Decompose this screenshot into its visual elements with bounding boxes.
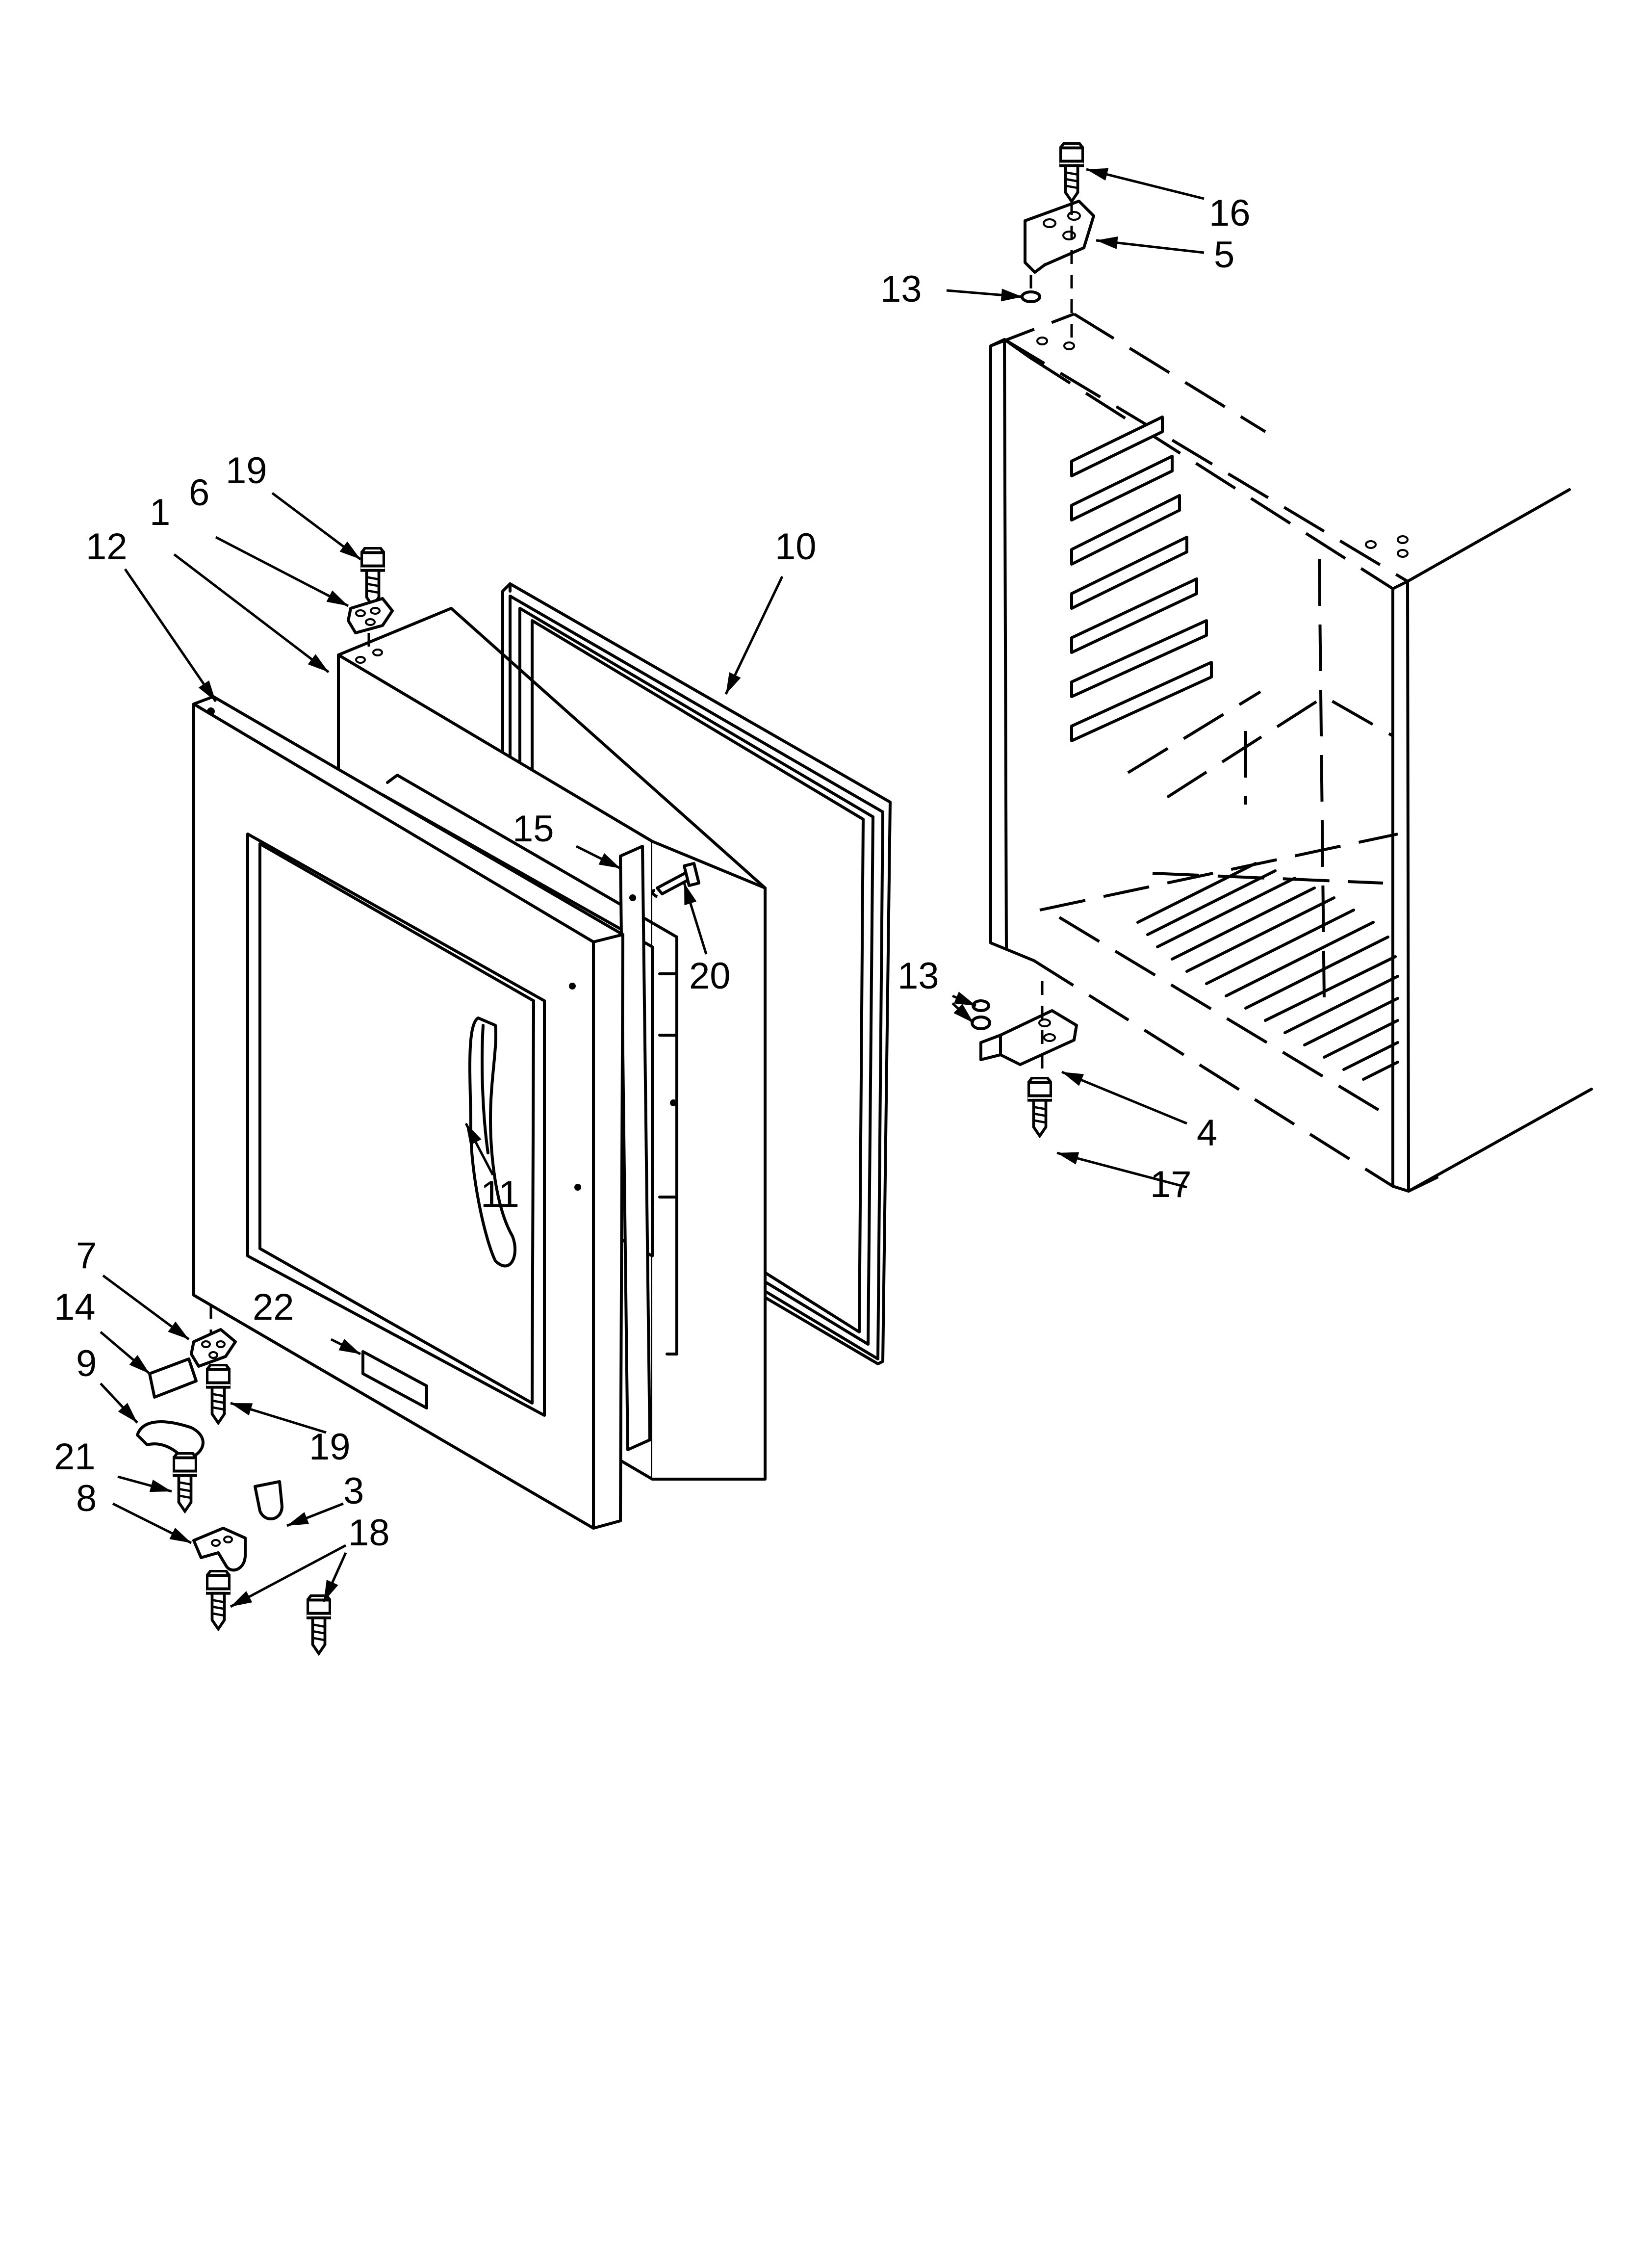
callout-7: 7	[76, 1235, 97, 1277]
callout-5: 5	[1214, 234, 1234, 276]
callout-17: 17	[1150, 1164, 1192, 1205]
callout-18: 18	[348, 1512, 390, 1554]
screw-20-icon	[172, 1453, 199, 1511]
screw-18a-icon	[205, 1571, 232, 1629]
screw-18b-icon	[306, 1595, 333, 1653]
callout-13-top: 13	[880, 268, 922, 310]
callout-22: 22	[253, 1286, 294, 1328]
callout-14: 14	[54, 1286, 96, 1328]
callout-21: 20	[689, 955, 731, 997]
callout-4: 4	[1197, 1112, 1217, 1154]
hinge-bracket-4-icon	[999, 1009, 1078, 1066]
callout-15: 15	[513, 808, 554, 850]
callout-3: 3	[343, 1470, 364, 1512]
cabinet	[989, 313, 1593, 1193]
door-top-hinge	[347, 548, 394, 652]
callout-11: 11	[481, 1173, 519, 1215]
door-panel-12	[192, 695, 624, 1530]
callout-12: 12	[86, 526, 128, 568]
callout-6: 6	[189, 472, 209, 514]
hinge-plate-6-icon	[347, 597, 394, 634]
callout-20: 21	[54, 1436, 96, 1478]
callout-9: 9	[76, 1343, 97, 1384]
door-bottom-hinge	[136, 1305, 333, 1653]
washer-13-icon	[1021, 290, 1041, 303]
screw-17-icon	[1026, 1078, 1053, 1136]
screw-16-icon	[1058, 143, 1085, 201]
callout-8: 8	[76, 1478, 97, 1519]
hinge-bar-15	[619, 845, 677, 1451]
screw-19b-icon	[205, 1365, 232, 1423]
hinge-plate-7-icon	[190, 1328, 237, 1368]
cap-3-icon	[254, 1480, 283, 1520]
callout-13-bottom: 13	[898, 955, 939, 997]
callout-10: 10	[775, 526, 817, 568]
leader-lines	[100, 168, 1205, 1608]
shim-14-icon	[148, 1357, 198, 1399]
floor-grille	[1136, 862, 1399, 1081]
callout-19-top: 19	[226, 450, 267, 492]
top-hinge-assembly	[1021, 143, 1095, 343]
callout-16: 16	[1209, 192, 1251, 234]
door-handle-11	[468, 1017, 517, 1268]
callout-labels: 16 5 13 13 4 17 19 1 6 12 10 15 20 11 7 …	[54, 192, 1251, 1554]
shelf-rails	[1070, 416, 1213, 742]
hinge-bracket-8-icon	[192, 1527, 247, 1572]
bottom-hinge-assembly	[971, 981, 1078, 1136]
label-plate-22-icon	[361, 1350, 428, 1409]
callout-19-bottom: 19	[309, 1426, 351, 1468]
screw-21-icon	[651, 862, 700, 898]
callout-1: 1	[150, 492, 170, 533]
hinge-cover-9-icon	[136, 1420, 205, 1463]
